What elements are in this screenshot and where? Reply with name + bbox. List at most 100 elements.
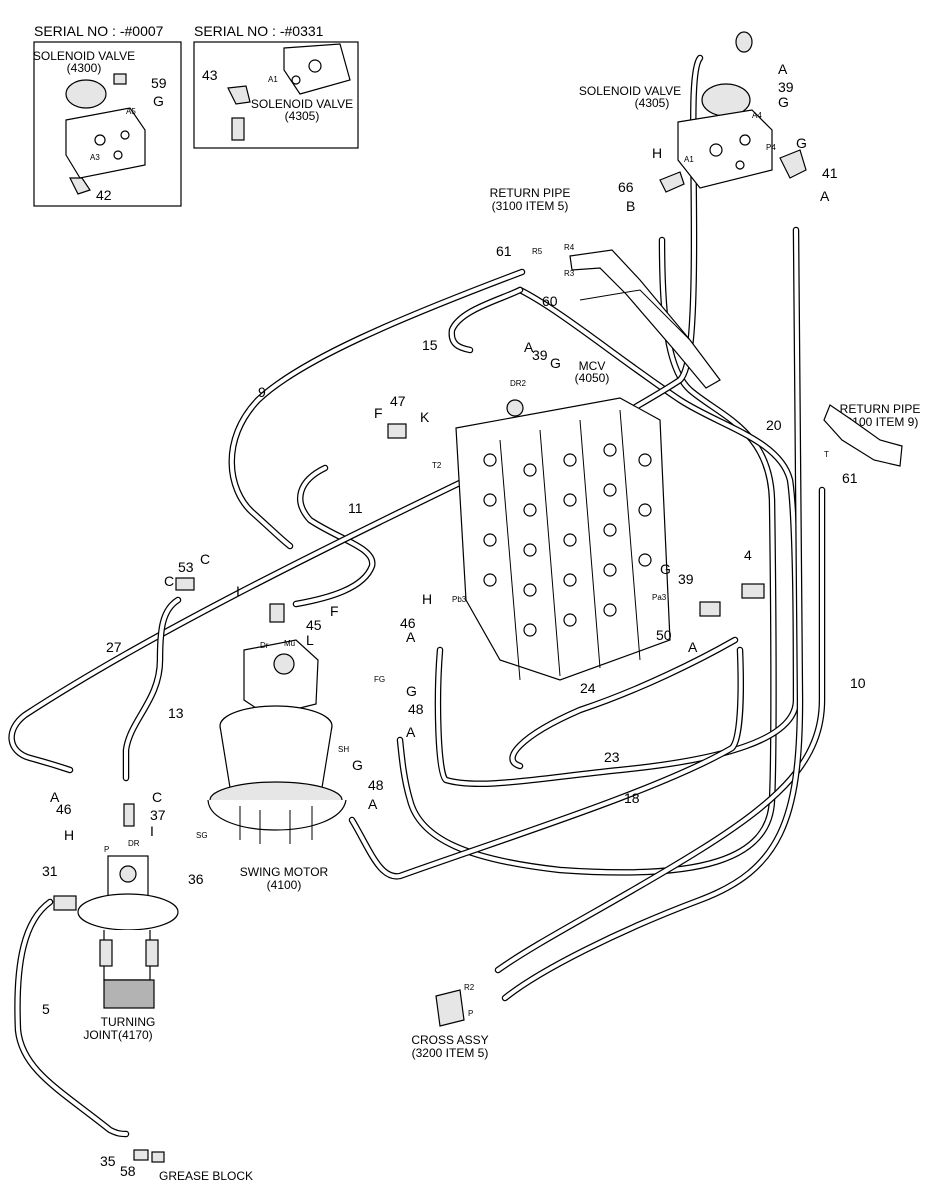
callout: 59 bbox=[151, 75, 167, 91]
elbow-icon bbox=[659, 171, 685, 193]
callout: 61 bbox=[842, 470, 858, 486]
callout: B bbox=[626, 198, 635, 214]
callout: 11 bbox=[348, 500, 363, 516]
port-label: R3 bbox=[564, 269, 575, 278]
callout: G bbox=[796, 135, 807, 151]
callout: 48 bbox=[368, 777, 384, 793]
callout: 36 bbox=[188, 871, 204, 887]
callout: G bbox=[153, 93, 164, 109]
callout: 43 bbox=[202, 67, 218, 83]
hose-labels: 9 11 20 10 27 13 24 23 18 5 bbox=[42, 384, 866, 1017]
callout: 37 bbox=[150, 807, 166, 823]
port-label: Pa3 bbox=[652, 593, 667, 602]
return-pipe-5: RETURN PIPE (3100 ITEM 5) 61 60 R5 R4 R3 bbox=[490, 186, 721, 389]
callout: H bbox=[64, 827, 74, 843]
cross-body-icon bbox=[435, 989, 465, 1027]
pipe-body-icon bbox=[823, 404, 903, 467]
inset-title: SOLENOID VALVE bbox=[251, 97, 353, 111]
callout: A bbox=[820, 188, 830, 204]
inset-serial: SERIAL NO : -#0007 bbox=[34, 23, 164, 39]
solenoid-coil-icon bbox=[65, 79, 107, 109]
elbow-47-icon bbox=[387, 423, 407, 439]
callout: G bbox=[660, 561, 671, 577]
port-label: SH bbox=[338, 745, 349, 754]
callout: 50 bbox=[656, 627, 672, 643]
callout: 61 bbox=[496, 243, 512, 259]
component-code: (3200 ITEM 5) bbox=[412, 1046, 489, 1060]
port-label: P bbox=[468, 1009, 473, 1018]
port-label: R5 bbox=[532, 247, 543, 256]
callout: 5 bbox=[42, 1001, 50, 1017]
inset-serial: SERIAL NO : -#0331 bbox=[194, 23, 324, 39]
callout: C bbox=[152, 789, 162, 805]
component-title: GREASE BLOCK bbox=[159, 1169, 253, 1183]
port-label: SG bbox=[196, 831, 208, 840]
port-label: Mu bbox=[284, 639, 295, 648]
plug-icon bbox=[113, 73, 127, 85]
callout: F bbox=[374, 405, 383, 421]
valve-block-icon bbox=[677, 109, 773, 189]
port-label: A1 bbox=[268, 75, 278, 84]
callout: G bbox=[406, 683, 417, 699]
callout: 24 bbox=[580, 680, 596, 696]
port-label: A5 bbox=[126, 107, 136, 116]
port-label: Pb3 bbox=[452, 595, 467, 604]
port-label: R4 bbox=[564, 243, 575, 252]
inset-code: (4300) bbox=[67, 61, 102, 75]
callout: 20 bbox=[766, 417, 782, 433]
port-label: FG bbox=[374, 675, 385, 684]
callout: K bbox=[420, 409, 430, 425]
port-label: P bbox=[104, 845, 109, 854]
callout: 48 bbox=[408, 701, 424, 717]
component-title: RETURN PIPE bbox=[840, 402, 921, 416]
callout: 53 bbox=[178, 559, 194, 575]
port-label: DR bbox=[128, 839, 140, 848]
component-code: (4100) bbox=[267, 878, 302, 892]
component-title: MCV bbox=[579, 359, 606, 373]
inset-code: (4305) bbox=[285, 109, 320, 123]
callout: 35 bbox=[100, 1153, 116, 1169]
callout: L bbox=[306, 632, 314, 648]
callout: 4 bbox=[744, 547, 752, 563]
cross-assy: R2 P CROSS ASSY (3200 ITEM 5) bbox=[411, 983, 488, 1060]
component-title: RETURN PIPE bbox=[490, 186, 571, 200]
clamp-31-icon bbox=[53, 895, 77, 911]
elbow-icon bbox=[779, 149, 807, 179]
callout: H bbox=[422, 591, 432, 607]
swing-motor: 53 C C I 45 L F G 48 A G 48 A Dr Mu FG S… bbox=[164, 551, 424, 892]
grease-block: GREASE BLOCK bbox=[133, 1149, 253, 1183]
callout: 39 bbox=[778, 79, 794, 95]
callout: 23 bbox=[604, 749, 620, 765]
callout: 46 bbox=[56, 801, 72, 817]
callout: A bbox=[406, 629, 416, 645]
callout: A bbox=[50, 789, 60, 805]
callout: A bbox=[406, 724, 416, 740]
component-code: (3100 ITEM 9) bbox=[842, 415, 919, 429]
mcv-block: MCV (4050) 15 A 39 G 47 F K G 39 4 50 A … bbox=[374, 337, 765, 681]
callout: 39 bbox=[678, 571, 694, 587]
port-label: T2 bbox=[432, 461, 442, 470]
component-code: (3100 ITEM 5) bbox=[492, 199, 569, 213]
component-code: (4305) bbox=[635, 96, 670, 110]
callout: 9 bbox=[258, 384, 266, 400]
port-label: Dr bbox=[260, 641, 269, 650]
callout: 66 bbox=[618, 179, 634, 195]
joint-bottom-icon bbox=[103, 979, 155, 1009]
port-label: A3 bbox=[90, 153, 100, 162]
port-label: T bbox=[824, 450, 829, 459]
callout: 15 bbox=[422, 337, 438, 353]
port-label: R2 bbox=[464, 983, 475, 992]
callout: G bbox=[550, 355, 561, 371]
inset-solenoid-4300: SERIAL NO : -#0007 SOLENOID VALVE (4300)… bbox=[33, 23, 182, 207]
hose-group bbox=[8, 54, 826, 1138]
callout: 41 bbox=[822, 165, 838, 181]
motor-valve-icon bbox=[243, 639, 319, 717]
callout: F bbox=[330, 603, 339, 619]
callout: A bbox=[524, 339, 534, 355]
callout: 13 bbox=[168, 705, 184, 721]
callout: 58 bbox=[120, 1163, 136, 1179]
callout: 18 bbox=[624, 790, 640, 806]
component-title: TURNING bbox=[101, 1015, 156, 1029]
elbow-icon bbox=[227, 85, 251, 105]
inset-solenoid-4305: SERIAL NO : -#0331 A1 43 SOLENOID VALVE … bbox=[193, 23, 359, 149]
